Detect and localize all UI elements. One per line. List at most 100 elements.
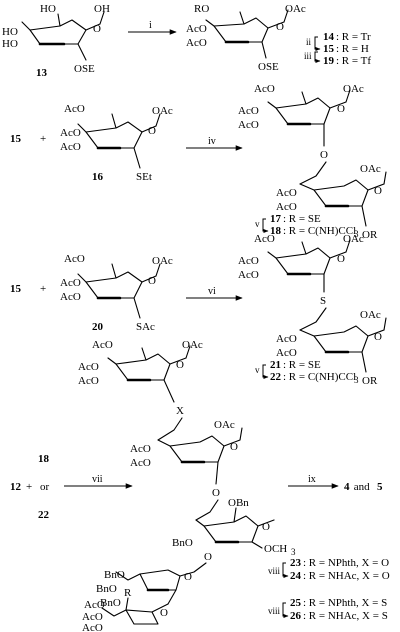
row4-reactant-12: 12: [10, 481, 22, 493]
compound-23-ring-o-3: O: [262, 521, 270, 533]
compound-22-r-def: : R = C(NH)CCl: [283, 371, 356, 383]
compound-14-sub-aco-1: AcO: [186, 23, 207, 35]
compound-17-aco-5: AcO: [276, 201, 297, 213]
compound-13-sub-oh: OH: [94, 3, 110, 15]
compound-23-bno-3: BnO: [96, 583, 117, 595]
compound-23-ring-o-4: O: [184, 571, 192, 583]
compound-16-oac: OAc: [152, 105, 173, 117]
compound-13-structure: HO HO HO OH O OSE 13: [2, 3, 110, 79]
compound-23-ring-o-5: O: [160, 607, 168, 619]
compound-20-structure: AcO AcO AcO OAc O SAc 20: [60, 253, 173, 333]
compound-23-aco-7: AcO: [82, 611, 103, 623]
compound-20-oac: OAc: [152, 255, 173, 267]
compound-21-number: 21: [270, 359, 281, 371]
compound-25-r-def: : R = NPhth, X = S: [303, 597, 387, 609]
compound-26-r-def: : R = NHAc, X = S: [303, 610, 388, 622]
compound-14-r-def: : R = Tr: [336, 31, 371, 43]
row4-or: or: [40, 481, 50, 493]
compound-21-r-def: : R = SE: [283, 359, 321, 371]
compound-23-aco-3: AcO: [78, 375, 99, 387]
compound-15-r-def: : R = H: [336, 43, 369, 55]
compound-21-oac-2: OAc: [360, 309, 381, 321]
compound-23-och3-sub: 3: [291, 547, 296, 557]
compound-21-aco-4: AcO: [276, 333, 297, 345]
compound-17-aco-1: AcO: [254, 83, 275, 95]
compound-23-och3: OCH: [264, 543, 287, 555]
compound-21-ring-o-2: O: [374, 331, 382, 343]
compound-16-aco-2: AcO: [60, 127, 81, 139]
reagent-vi: vi: [208, 286, 216, 297]
compound-23-aco-4: AcO: [130, 443, 151, 455]
compound-21-aco-3: AcO: [238, 269, 259, 281]
compound-17-aco-4: AcO: [276, 187, 297, 199]
row2-plus: +: [40, 133, 46, 145]
compound-20-aco-1: AcO: [64, 253, 85, 265]
compound-14-number: 14: [323, 31, 335, 43]
compound-14-sub-ose: OSE: [258, 61, 279, 73]
compound-14-sub-oac: OAc: [285, 3, 306, 15]
compound-20-number: 20: [92, 321, 104, 333]
compound-14-15-19-legend: 14 : R = Tr 15 : R = H 19 : R = Tf ii ii…: [304, 31, 371, 67]
compound-20-aco-3: AcO: [60, 291, 81, 303]
compound-14-ring-o: O: [276, 21, 284, 33]
compound-21-aco-2: AcO: [238, 255, 259, 267]
compound-23-aco-2: AcO: [78, 361, 99, 373]
compound-21-ring-o-1: O: [337, 253, 345, 265]
compound-20-sac: SAc: [136, 321, 155, 333]
compound-17-or: OR: [362, 229, 378, 241]
compound-23-aco-1: AcO: [92, 339, 113, 351]
compound-15-number: 15: [323, 43, 335, 55]
reagent-iv: iv: [208, 136, 216, 147]
compound-20-aco-2: AcO: [60, 277, 81, 289]
reagent-vii: vii: [92, 474, 103, 485]
compound-23-r-label: R: [124, 587, 132, 599]
compound-19-number: 19: [323, 55, 335, 67]
compound-23-o-link-2: O: [204, 551, 212, 563]
compound-17-18-legend: 17 : R = SE 18 : R = C(NH)CCl 3 v: [255, 213, 359, 239]
compound-18-subscript: 3: [354, 229, 359, 239]
compound-13-sub-ho-low: HO: [2, 38, 18, 50]
compound-23-o-link-1: O: [212, 487, 220, 499]
compound-23-r-def: : R = NPhth, X = O: [303, 557, 389, 569]
compound-23-aco-6: AcO: [84, 599, 105, 611]
compound-21-structure: AcO AcO AcO OAc O S OAc AcO AcO O OR: [238, 233, 387, 387]
compound-18-number: 18: [270, 225, 282, 237]
compound-14-sub-aco-2: AcO: [186, 37, 207, 49]
step-v-row3: v: [255, 365, 260, 375]
compound-23-structure: AcO AcO AcO OAc O X OAc AcO AcO O O OBn …: [78, 339, 296, 632]
row2-acceptor-15: 15: [10, 133, 22, 145]
compound-20-ring-o: O: [148, 275, 156, 287]
compound-23-bno-4: BnO: [100, 597, 121, 609]
row3-acceptor-15: 15: [10, 283, 22, 295]
compound-16-aco-3: AcO: [60, 141, 81, 153]
compound-23-x-link: X: [176, 405, 184, 417]
compound-14-structure: RO OAc AcO AcO O OSE: [186, 3, 306, 73]
compound-17-aco-2: AcO: [238, 105, 259, 117]
compound-21-22-legend: 21 : R = SE 22 : R = C(NH)CCl 3 v: [255, 359, 359, 385]
row4-reactant-18: 18: [38, 453, 50, 465]
compound-21-s-link: S: [320, 295, 326, 307]
compound-17-ring-o-2: O: [374, 185, 382, 197]
compound-25-number: 25: [290, 597, 302, 609]
row3-plus: +: [40, 283, 46, 295]
step-viii-1: viii: [268, 566, 281, 576]
compound-17-number: 17: [270, 213, 282, 225]
step-v-row2: v: [255, 219, 260, 229]
compound-16-aco-1: AcO: [64, 103, 85, 115]
final-product-4: 4: [344, 481, 350, 493]
compound-21-oac-1: OAc: [343, 233, 364, 245]
compound-17-o-link: O: [320, 149, 328, 161]
compound-23-bno-1: BnO: [172, 537, 193, 549]
compound-13-sub-ho-top: HO: [40, 3, 56, 15]
compound-17-oac-2: OAc: [360, 163, 381, 175]
row4-reactant-22: 22: [38, 509, 50, 521]
compound-23-ring-o-1: O: [176, 359, 184, 371]
compound-17-oac-1: OAc: [343, 83, 364, 95]
compound-23-obn: OBn: [228, 497, 249, 509]
compound-21-aco-1: AcO: [254, 233, 275, 245]
compound-14-sub-ro: RO: [194, 3, 209, 15]
step-iii: iii: [304, 51, 312, 61]
compound-23-oac-2: OAc: [214, 419, 235, 431]
compound-16-structure: AcO AcO AcO OAc O SEt 16: [60, 103, 173, 183]
